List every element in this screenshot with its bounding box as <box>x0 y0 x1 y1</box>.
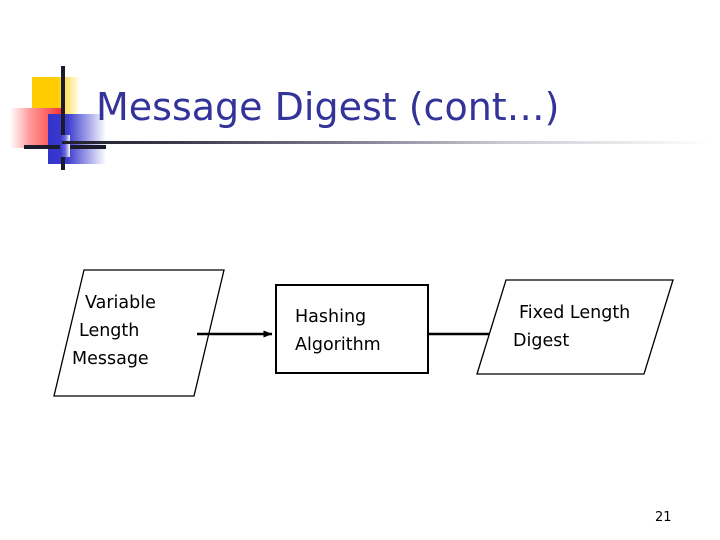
node-input-line-3: Message <box>72 349 149 369</box>
node-fixed-length-digest[interactable]: Fixed Length Digest <box>476 279 674 375</box>
blue-square-icon <box>48 114 106 164</box>
node-variable-length-message[interactable]: Variable Length Message <box>53 269 225 397</box>
title-rule-accent <box>60 135 70 157</box>
page-title: Message Digest (cont…) <box>96 85 560 129</box>
node-output-line-1: Fixed Length <box>519 303 630 323</box>
design-accent-logo <box>10 66 114 170</box>
node-output-line-2: Digest <box>513 331 569 351</box>
node-hashing-algorithm[interactable]: Hashing Algorithm <box>275 284 429 374</box>
node-input-line-1: Variable <box>85 293 156 313</box>
node-process-line-2: Algorithm <box>295 335 381 355</box>
crosshair-vertical-line-icon <box>61 66 65 170</box>
title-divider <box>62 141 710 144</box>
page-number: 21 <box>655 510 672 525</box>
node-process-line-1: Hashing <box>295 307 366 327</box>
node-input-line-2: Length <box>79 321 139 341</box>
hashing-flow-diagram: Variable Length Message Hashing Algorith… <box>0 250 720 420</box>
